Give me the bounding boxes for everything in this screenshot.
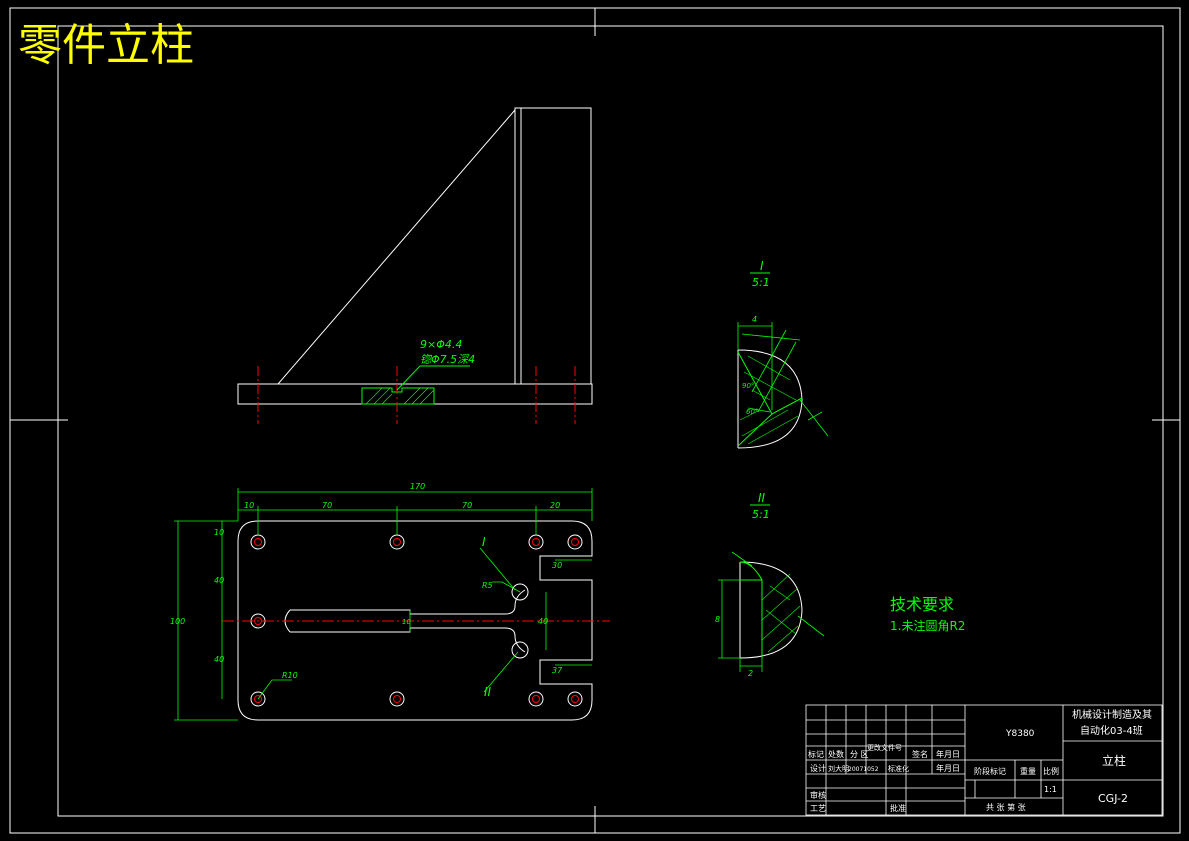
dim-vert-3: 40 <box>214 655 224 664</box>
tb-design-label: 设计 <box>810 763 826 773</box>
tb-standardize: 标准化 <box>888 764 909 773</box>
tb-date2: 年月日 <box>936 763 960 773</box>
dim-seg-3: 70 <box>462 501 472 510</box>
detail-i-dim-a: 4 <box>752 315 757 324</box>
dim-radius-r10: R10 <box>282 671 298 680</box>
top-holes <box>250 534 583 707</box>
detail-i-label: I <box>760 259 764 273</box>
tb-sign-col: 签名 <box>912 749 928 759</box>
leader-ii: II <box>484 685 492 699</box>
front-centerlines <box>257 366 576 424</box>
tb-scale-value: 1:1 <box>1044 785 1057 794</box>
hole-note-leader <box>396 365 470 391</box>
detail-ii-label: II <box>758 491 766 505</box>
tb-mark-col: 标记 <box>808 749 824 759</box>
tb-stage-mark: 阶段标记 <box>974 766 1006 776</box>
detail-ii-scale: 5:1 <box>752 508 770 521</box>
tb-process: 工艺 <box>810 804 826 813</box>
detail-i-dims <box>737 322 829 437</box>
dim-seg-1: 10 <box>244 501 254 510</box>
tb-drawing-no: CGJ-2 <box>1098 792 1128 805</box>
top-view <box>237 520 593 721</box>
detail-i-scale: 5:1 <box>752 276 770 289</box>
detail-i-dim-c: 60° <box>746 408 758 416</box>
hole-note-line2: 锪Φ7.5深4 <box>420 353 475 366</box>
detail-ii-dim-b: 2 <box>748 669 753 678</box>
dim-vert-1: 10 <box>214 528 224 537</box>
detail-ii-view <box>739 561 803 659</box>
tech-req-item1: 1.未注圆角R2 <box>890 618 965 633</box>
detail-ii-dim-a: 8 <box>715 615 720 624</box>
tb-weight: 重量 <box>1020 766 1036 776</box>
tb-date-col: 年月日 <box>936 749 960 759</box>
dim-slot-len-top: 30 <box>552 561 562 570</box>
dim-radius-r5: R5 <box>482 581 493 590</box>
drawing-title: 零件立柱 <box>18 20 194 71</box>
tb-part-name: 立柱 <box>1102 753 1126 768</box>
dim-overall-height: 100 <box>170 617 185 626</box>
detail-i-view <box>737 349 803 449</box>
title-block-grid <box>805 704 1163 816</box>
hole-note-line1: 9×Φ4.4 <box>420 338 462 351</box>
tb-change-col: 更改文件号 <box>867 743 902 752</box>
tb-designer: 刘大明 <box>828 764 849 773</box>
top-dimensions <box>174 488 593 721</box>
tb-scale-label: 比例 <box>1043 766 1059 776</box>
tb-approve: 批准 <box>890 803 906 813</box>
tb-review: 审核 <box>810 790 826 800</box>
tb-sheets: 共 张 第 张 <box>986 802 1026 812</box>
dim-slot-gap: 40 <box>538 617 548 626</box>
tb-zone-col: 分 区 <box>850 750 869 759</box>
detail-ii-dims <box>718 551 825 672</box>
tb-school-line2: 自动化03-4班 <box>1080 724 1143 737</box>
detail-i-dim-b: 90° <box>742 382 754 390</box>
dim-vert-2: 40 <box>214 576 224 585</box>
dim-seg-4: 20 <box>550 501 560 510</box>
dim-overall-width: 170 <box>410 482 425 491</box>
dim-seg-2: 70 <box>322 501 332 510</box>
tb-count-col: 处数 <box>828 749 844 759</box>
inner-frame <box>57 25 1164 817</box>
tech-req-title: 技术要求 <box>890 595 954 614</box>
dim-slot-len-bottom: 37 <box>552 666 563 675</box>
leader-i: I <box>482 535 486 549</box>
tb-student-no: 20071052 <box>848 766 879 773</box>
dim-slot-w: 10 <box>402 618 411 626</box>
tb-material: Y8380 <box>1005 729 1035 739</box>
front-view <box>237 107 593 405</box>
centering-marks <box>10 8 1180 833</box>
tb-school-line1: 机械设计制造及其 <box>1072 708 1152 721</box>
